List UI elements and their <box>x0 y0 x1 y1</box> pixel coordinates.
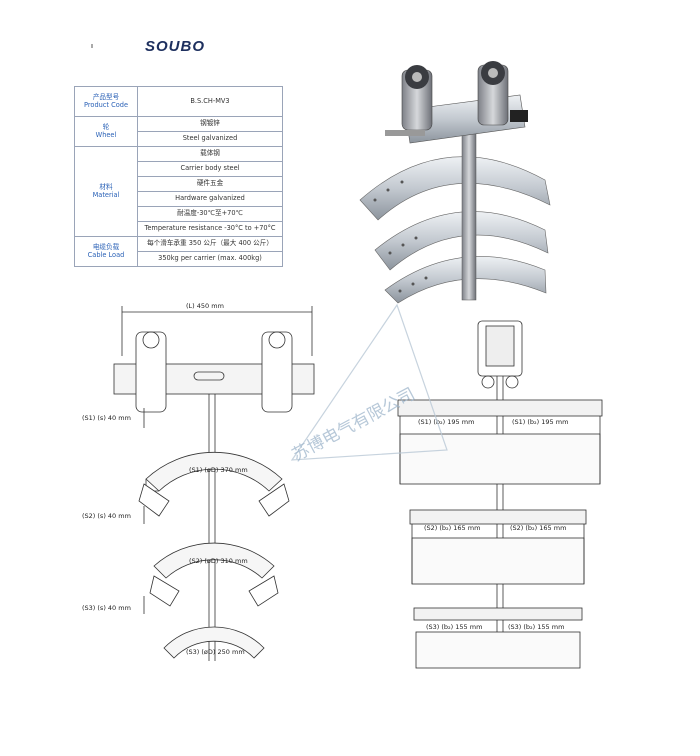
brand-logo: SOUBO <box>145 38 206 55</box>
corner-mark <box>91 44 93 48</box>
s1-width-right: (S1) (b₂) 195 mm <box>512 418 568 426</box>
side-view-drawing: (S1) (b₂) 195 mm (S1) (b₂) 195 mm (S2) (… <box>397 320 603 669</box>
value-product-code: B.S.CH-MV3 <box>137 86 283 117</box>
s2-spacing-label: (S2) (s) 40 mm <box>82 512 131 520</box>
s2-width-left: (S2) (b₂) 165 mm <box>424 524 480 532</box>
s1-width-left: (S1) (b₂) 195 mm <box>418 418 474 426</box>
length-label: (L) 450 mm <box>186 302 224 310</box>
s2-width-right: (S2) (b₂) 165 mm <box>510 524 566 532</box>
s1-diameter-label: (S1) (øD) 370 mm <box>189 466 248 474</box>
s3-width-right: (S3) (b₂) 155 mm <box>508 623 564 631</box>
front-view-drawing: (L) 450 mm (S1) (s) 40 mm (S2) (s) 40 mm… <box>82 302 315 661</box>
s3-width-left: (S3) (b₂) 155 mm <box>426 623 482 631</box>
product-photo <box>359 61 551 304</box>
s3-diameter-label: (S3) (øD) 250 mm <box>186 648 245 656</box>
s1-spacing-label: (S1) (s) 40 mm <box>82 414 131 422</box>
s3-spacing-label: (S3) (s) 40 mm <box>82 604 131 612</box>
s2-diameter-label: (S2) (øD) 310 mm <box>189 557 248 565</box>
